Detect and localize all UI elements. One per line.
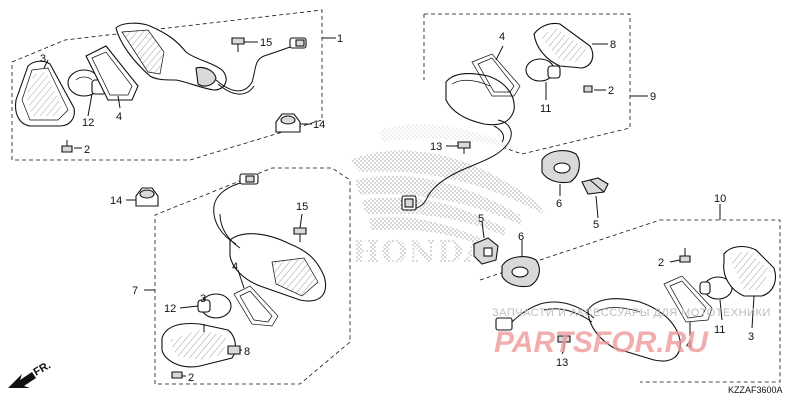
callout-2: 2	[188, 372, 194, 384]
callout-12: 12	[164, 303, 176, 315]
leader-lines	[43, 37, 755, 377]
callout-13: 13	[430, 141, 442, 153]
callout-10: 10	[714, 193, 726, 205]
rubber-mount-14	[275, 113, 301, 133]
honda-wing-emblem	[350, 124, 545, 244]
front-left-turn-signal-assembly	[135, 173, 326, 379]
callout-2: 2	[84, 144, 90, 156]
rear-right-turn-signal-assembly	[401, 22, 594, 211]
watermark-site: PARTSFOR.RU	[494, 326, 709, 359]
callout-4: 4	[232, 261, 238, 273]
callout-3: 3	[200, 293, 206, 305]
callout-3: 3	[748, 331, 754, 343]
callout-4: 4	[499, 31, 505, 43]
callout-7: 7	[132, 285, 138, 297]
collar-5a	[581, 177, 609, 195]
rubber-grommet-6b	[501, 256, 540, 288]
diagram-code: KZZAF3600A	[728, 385, 783, 395]
rear-left-turn-signal-assembly	[14, 22, 307, 153]
front-arrow-label: FR.	[32, 359, 53, 378]
callout-11: 11	[540, 103, 551, 115]
group-frame-front-left	[154, 167, 351, 385]
callout-9: 9	[650, 91, 656, 103]
callout-4: 4	[116, 111, 122, 123]
callout-5: 5	[478, 213, 484, 225]
callout-1: 1	[337, 33, 343, 45]
callout-4: 4	[686, 339, 692, 351]
front-right-turn-signal-assembly	[495, 245, 777, 362]
callout-8: 8	[610, 39, 616, 51]
callout-12: 12	[82, 117, 94, 129]
callout-5: 5	[593, 219, 599, 231]
group-frame-rear-right	[423, 13, 631, 155]
collar-5b	[473, 237, 499, 265]
callout-11: 11	[714, 324, 725, 336]
front-direction-arrow: FR.	[8, 359, 53, 388]
watermark-tagline: ЗАПЧАСТИ И АКСЕССУАРЫ ДЛЯ МОТОТЕХНИКИ	[492, 307, 771, 319]
callout-6: 6	[518, 231, 524, 243]
rubber-grommet-6a	[541, 150, 580, 184]
callout-6: 6	[556, 198, 562, 210]
callout-15: 15	[260, 37, 272, 49]
callout-8: 8	[244, 346, 250, 358]
callout-numbers: 3 12 4 2 15 1 14 4 8 11 2 9 13 6 5 5 6 1…	[40, 31, 754, 384]
callout-14: 14	[110, 195, 122, 207]
honda-brand-text: HONDA	[352, 235, 488, 270]
callout-3: 3	[40, 53, 46, 65]
callout-13: 13	[556, 357, 568, 369]
watermark: ЗАПЧАСТИ И АКСЕССУАРЫ ДЛЯ МОТОТЕХНИКИ PA…	[492, 307, 771, 359]
callout-2: 2	[658, 257, 664, 269]
callout-2: 2	[608, 85, 614, 97]
callout-14: 14	[313, 119, 325, 131]
group-frame-rear-left	[11, 9, 323, 161]
callout-15: 15	[296, 201, 308, 213]
group-frame-front-right	[479, 219, 781, 383]
